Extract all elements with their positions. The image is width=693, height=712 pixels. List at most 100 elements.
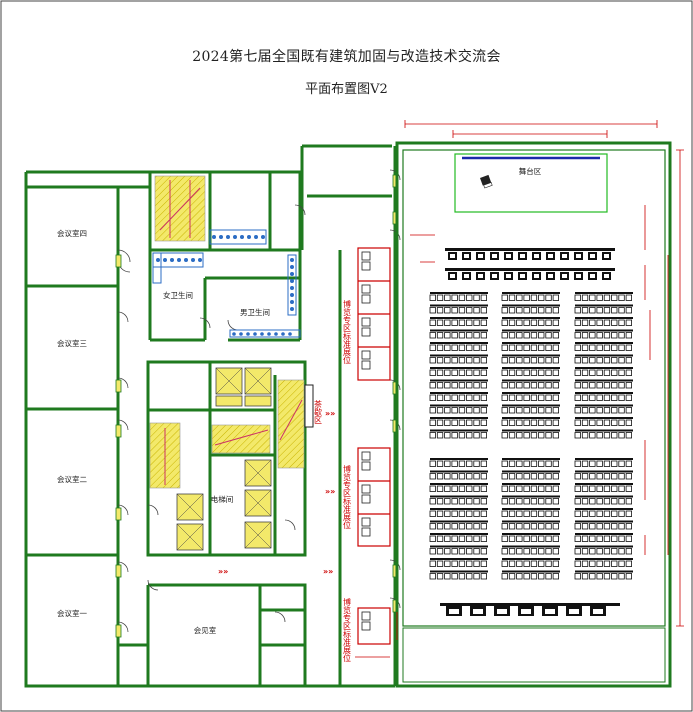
table-top — [430, 367, 488, 369]
audience-seat — [501, 460, 508, 467]
audience-seat — [581, 344, 589, 351]
audience-seat — [451, 357, 458, 364]
audience-seat — [444, 407, 451, 414]
audience-seat — [436, 498, 444, 505]
audience-seat — [508, 294, 516, 301]
audience-seat — [611, 432, 618, 439]
audience-seat — [523, 332, 530, 339]
svg-text:»»: »» — [325, 409, 335, 418]
table-top — [430, 317, 488, 319]
audience-seat — [516, 432, 523, 439]
audience-seat — [625, 498, 632, 505]
audience-seat — [516, 307, 523, 314]
audience-seat — [603, 523, 611, 530]
audience-seat — [603, 498, 611, 505]
audience-seat — [466, 498, 473, 505]
vip-seat-cushion — [576, 254, 581, 258]
table-top — [502, 483, 560, 485]
audience-seat — [501, 523, 508, 530]
wc-fixture — [261, 235, 265, 239]
audience-seat — [545, 382, 552, 389]
audience-seat — [625, 485, 632, 492]
audience-seat — [538, 473, 545, 480]
table-top — [502, 292, 560, 294]
audience-seat — [429, 560, 436, 567]
audience-seat — [574, 473, 581, 480]
audience-seat — [581, 560, 589, 567]
audience-seat — [596, 510, 603, 517]
audience-seat — [508, 319, 516, 326]
audience-seat — [603, 382, 611, 389]
audience-seat — [625, 573, 632, 580]
back-registration-desks — [440, 603, 620, 616]
audience-seat — [508, 485, 516, 492]
audience-seat — [625, 432, 632, 439]
audience-seat — [618, 485, 625, 492]
audience-seat — [589, 382, 596, 389]
audience-seat — [480, 498, 488, 505]
audience-seat — [581, 369, 589, 376]
exhibit-booths — [357, 247, 391, 645]
audience-seat — [451, 394, 458, 401]
audience-seat — [581, 357, 589, 364]
audience-seat — [466, 510, 473, 517]
audience-seat — [589, 473, 596, 480]
audience-seat — [611, 573, 618, 580]
audience-seat — [618, 344, 625, 351]
audience-seat — [523, 307, 530, 314]
audience-seat — [429, 548, 436, 555]
wc-fixture — [156, 258, 160, 262]
audience-seat — [444, 498, 451, 505]
audience-seat — [530, 498, 538, 505]
audience-seat — [523, 498, 530, 505]
building-walls — [24, 144, 397, 688]
audience-seat — [436, 460, 444, 467]
audience-seat — [466, 369, 473, 376]
audience-seat — [589, 460, 596, 467]
audience-seat — [523, 573, 530, 580]
audience-seat — [603, 560, 611, 567]
audience-seat — [625, 294, 632, 301]
audience-seat — [444, 432, 451, 439]
audience-seat — [581, 510, 589, 517]
wc-fixture — [290, 265, 294, 269]
audience-seat — [451, 510, 458, 517]
table-top — [430, 329, 488, 332]
vip-seat-cushion — [492, 274, 497, 278]
table-top — [430, 379, 488, 382]
booth-table — [361, 284, 371, 294]
audience-seat — [444, 332, 451, 339]
table-top — [430, 429, 488, 432]
booth-chair — [361, 621, 371, 631]
audience-seat — [611, 369, 618, 376]
audience-seat — [451, 382, 458, 389]
audience-seat — [603, 344, 611, 351]
audience-seat — [466, 407, 473, 414]
audience-seat — [603, 510, 611, 517]
audience-seat — [429, 294, 436, 301]
audience-seat — [625, 560, 632, 567]
audience-seat — [538, 485, 545, 492]
audience-seat — [538, 498, 545, 505]
audience-seat — [436, 332, 444, 339]
audience-seat — [596, 498, 603, 505]
audience-seat — [596, 432, 603, 439]
wc-fixture — [232, 332, 236, 336]
exhibit-label-1: 博览专区标准展位 — [343, 299, 352, 364]
wc-fixture — [290, 279, 294, 283]
audience-seat — [473, 382, 480, 389]
audience-seat — [523, 319, 530, 326]
audience-seat — [458, 344, 466, 351]
audience-seat — [516, 573, 523, 580]
audience-seat — [530, 560, 538, 567]
audience-seat — [429, 307, 436, 314]
audience-seat — [523, 460, 530, 467]
table-top — [575, 495, 633, 498]
wc-fixture — [226, 235, 230, 239]
audience-seat — [545, 473, 552, 480]
audience-seat — [444, 548, 451, 555]
audience-seat — [574, 485, 581, 492]
audience-seat — [581, 407, 589, 414]
audience-seat — [480, 419, 488, 426]
